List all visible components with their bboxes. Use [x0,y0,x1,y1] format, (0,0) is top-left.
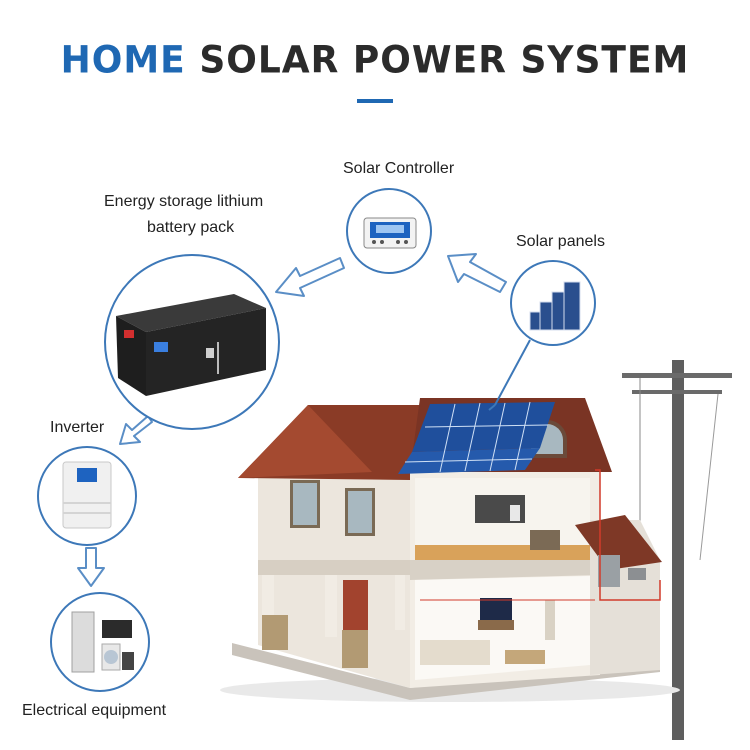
electrical-equipment-circle [50,592,150,692]
inverter-label: Inverter [50,419,105,436]
electrical-equipment-label: Electrical equipment [22,702,167,719]
house-left-body [258,430,410,688]
roof-solar-panels [398,401,555,474]
wiring [595,469,661,601]
solar-panels-circle [510,260,596,346]
battery-circle [104,254,280,430]
battery-pack-icon [116,294,266,396]
panel-connector-line [494,339,531,406]
solar-panel-icon [529,281,581,331]
appliances-icon [71,611,134,673]
inverter-icon [62,461,112,529]
title-word-rest: SOLAR POWER SYSTEM [199,38,690,83]
solar-controller-icon [363,217,417,249]
battery-label-line1: Energy storage lithium [104,193,264,210]
house-right-body [410,468,600,688]
inverter-circle [37,446,137,546]
page-title: HOME SOLAR POWER SYSTEM [0,39,750,82]
title-underline [357,99,393,103]
battery-label-line2: battery pack [147,219,235,236]
solar-controller-circle [346,188,432,274]
utility-pole [622,360,732,740]
side-annex [575,515,662,675]
solar-panels-label: Solar panels [516,233,605,250]
solar-controller-label: Solar Controller [343,160,455,177]
flow-arrows [77,253,507,587]
title-word-home: HOME [60,38,186,83]
